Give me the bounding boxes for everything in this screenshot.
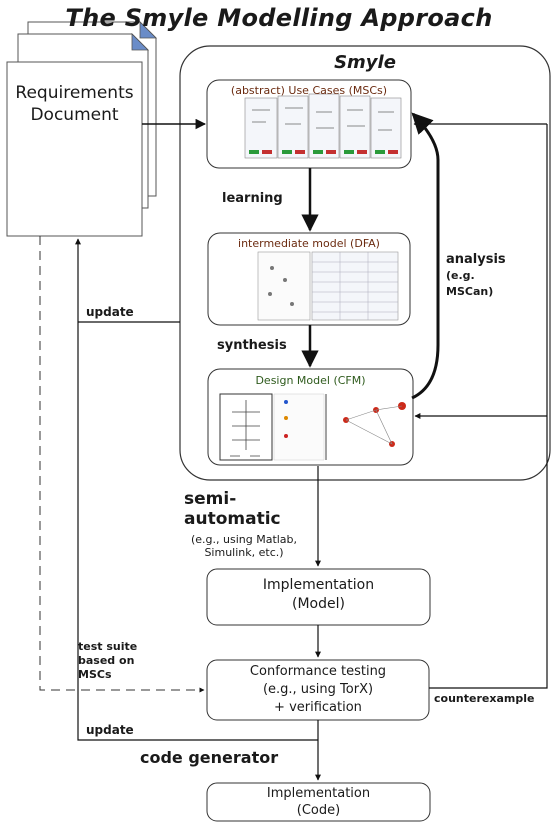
- msc-thumbnails: [244, 93, 402, 159]
- smyle-title: Smyle: [334, 52, 396, 73]
- semi-automatic-example: (e.g., using Matlab, Simulink, etc.): [170, 533, 318, 559]
- counterexample-label: counterexample: [434, 692, 535, 705]
- analysis-label: analysis (e.g. MSCan): [446, 252, 506, 300]
- requirements-line2: Document: [30, 105, 119, 125]
- use-cases-label: (abstract) Use Cases (MSCs): [230, 84, 388, 97]
- semi-line1: semi-: [184, 489, 237, 509]
- conformance-line2: (e.g., using TorX): [262, 682, 374, 697]
- requirements-label: Requirements Document: [7, 82, 142, 126]
- analysis-eg: (e.g.: [446, 269, 475, 282]
- test-line3: MSCs: [78, 668, 112, 681]
- learning-label: learning: [222, 191, 283, 206]
- update-top-label: update: [86, 305, 134, 319]
- test-line1: test suite: [78, 640, 138, 653]
- analysis-title: analysis: [446, 252, 506, 267]
- update-bottom-label: update: [86, 723, 134, 737]
- arrow-update-bottom: [75, 238, 318, 741]
- line-counterexample: [429, 124, 548, 689]
- implementation-code-label: Implementation (Code): [207, 785, 430, 819]
- semi-line2: automatic: [184, 509, 281, 529]
- arrow-test-suite: [39, 236, 205, 693]
- analysis-tool: MSCan): [446, 285, 494, 298]
- impl-model-line2: (Model): [292, 596, 345, 612]
- test-suite-label: test suite based on MSCs: [78, 640, 137, 682]
- design-model-label: Design Model (CFM): [255, 374, 366, 387]
- dfa-thumbnail: [257, 251, 399, 321]
- test-line2: based on: [78, 654, 135, 667]
- arrow-analysis: [411, 112, 440, 400]
- impl-code-line2: (Code): [296, 803, 341, 818]
- conformance-line1: Conformance testing: [249, 664, 387, 679]
- requirements-line1: Requirements: [15, 83, 134, 103]
- intermediate-model-label: intermediate model (DFA): [238, 237, 380, 250]
- smyle-container: [179, 45, 551, 481]
- synthesis-label: synthesis: [217, 338, 287, 353]
- conformance-label: Conformance testing (e.g., using TorX) +…: [207, 663, 429, 717]
- code-generator-label: code generator: [140, 748, 279, 767]
- impl-code-line1: Implementation: [266, 786, 371, 801]
- implementation-code-box: [206, 782, 431, 822]
- conformance-line3: + verification: [274, 700, 362, 715]
- requirements-document-icon: [6, 21, 157, 237]
- diagram-title: The Smyle Modelling Approach: [65, 4, 493, 32]
- semi-line4: Simulink, etc.): [204, 546, 284, 559]
- semi-automatic-label: semi- automatic: [184, 489, 281, 529]
- cfm-thumbnail: [219, 393, 406, 461]
- semi-line3: (e.g., using Matlab,: [190, 533, 298, 546]
- implementation-model-label: Implementation (Model): [207, 576, 430, 614]
- impl-model-line1: Implementation: [262, 577, 375, 593]
